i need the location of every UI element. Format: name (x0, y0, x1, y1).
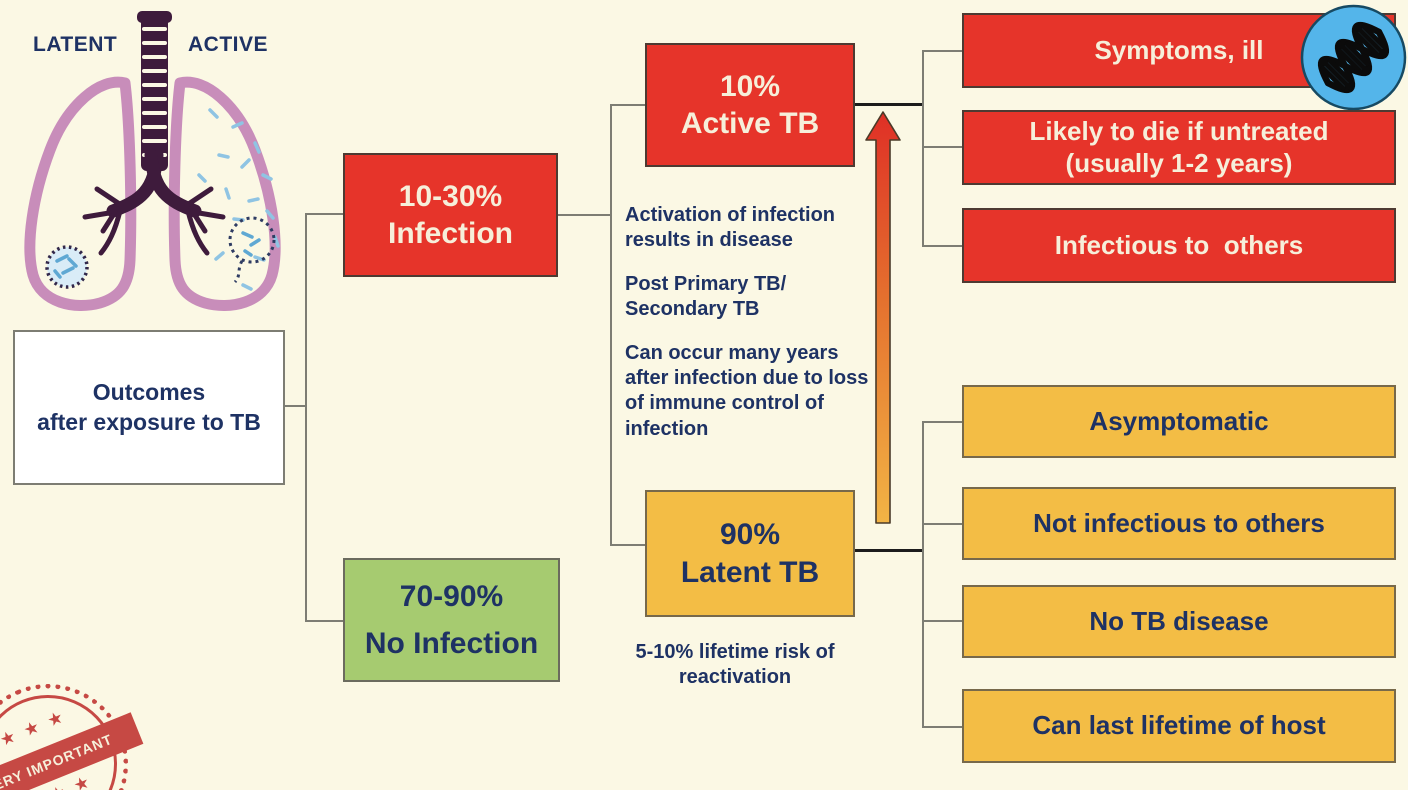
outcomes-title-line1: Outcomes (92, 378, 206, 405)
dna-icon (1300, 4, 1407, 111)
latent-tb-label: Latent TB (680, 555, 820, 589)
infection-label: Infection (388, 217, 513, 250)
outcome-infectious: Infectious to others (1054, 229, 1304, 260)
connector-line (855, 549, 923, 552)
no-infection-pct: 70-90% (399, 580, 504, 613)
activation-notes: Activation of infection results in disea… (625, 203, 869, 460)
bronchi (82, 148, 226, 256)
right-lung-outline (168, 76, 281, 311)
active-outcome-box: Likely to die if untreated (usually 1-2 … (962, 110, 1396, 185)
active-lesion-dotted-circle (228, 216, 276, 284)
larynx (137, 11, 172, 23)
very-important-stamp: ★ ★ ★ VERY IMPORTANT ★ ★ ★ (0, 659, 153, 790)
latent-outcome-box: Not infectious to others (962, 487, 1396, 560)
note-post-primary: Post Primary TB/ Secondary TB (625, 272, 787, 321)
outcome-asymptomatic: Asymptomatic (1089, 405, 1269, 436)
active-tb-box: 10% Active TB (645, 43, 855, 167)
connector-line (922, 523, 962, 525)
connector-line (922, 50, 962, 52)
connector-line (922, 620, 962, 622)
connector-line (922, 50, 924, 247)
outcome-die-line1: Likely to die if untreated (1029, 115, 1329, 146)
infection-pct: 10-30% (398, 179, 503, 213)
outcome-not-infectious: Not infectious to others (1033, 507, 1325, 538)
latent-outcome-box: Asymptomatic (962, 385, 1396, 458)
outcome-lifetime-host: Can last lifetime of host (1032, 710, 1326, 741)
connector-line (922, 421, 962, 423)
outcomes-root-box: Outcomes after exposure to TB (13, 330, 285, 485)
latent-to-active-arrow (865, 111, 901, 524)
latent-outcome-box: Can last lifetime of host (962, 689, 1396, 763)
latent-label: LATENT (33, 33, 118, 56)
connector-line (610, 104, 647, 106)
connector-line (610, 544, 647, 546)
active-outcome-box: Infectious to others (962, 208, 1396, 283)
active-bacteria (197, 108, 280, 291)
trachea (141, 11, 168, 171)
connector-line (285, 405, 307, 407)
note-can-occur: Can occur many years after infection due… (625, 341, 869, 440)
outcome-no-tb-disease: No TB disease (1089, 605, 1269, 636)
connector-line (305, 213, 345, 215)
infection-box: 10-30% Infection (343, 153, 558, 277)
active-tb-label: Active TB (680, 107, 820, 140)
connector-line (922, 146, 962, 148)
latent-granuloma (45, 245, 89, 289)
latent-tb-box: 90% Latent TB (645, 490, 855, 617)
latent-outcome-box: No TB disease (962, 585, 1396, 658)
connector-line (922, 421, 924, 728)
outcome-die-line2: (usually 1-2 years) (1065, 147, 1293, 178)
outcome-symptoms: Symptoms, ill (1094, 34, 1264, 65)
active-label: ACTIVE (188, 33, 269, 56)
connector-line (305, 620, 345, 622)
latent-tb-pct: 90% (719, 518, 781, 551)
reactivation-risk-note: 5-10% lifetime risk of reactivation (635, 641, 835, 688)
connector-line (610, 104, 612, 546)
lungs-illustration (24, 11, 281, 311)
no-infection-label: No Infection (364, 626, 539, 660)
no-infection-box: 70-90% No Infection (343, 558, 560, 682)
note-activation: Activation of infection results in disea… (625, 204, 835, 252)
outcomes-title-line2: after exposure to TB (37, 408, 261, 435)
active-tb-pct: 10% (719, 69, 781, 103)
connector-line (922, 726, 962, 728)
connector-line (558, 214, 612, 216)
connector-line (855, 103, 923, 106)
connector-line (922, 245, 962, 247)
connector-line (305, 213, 307, 622)
